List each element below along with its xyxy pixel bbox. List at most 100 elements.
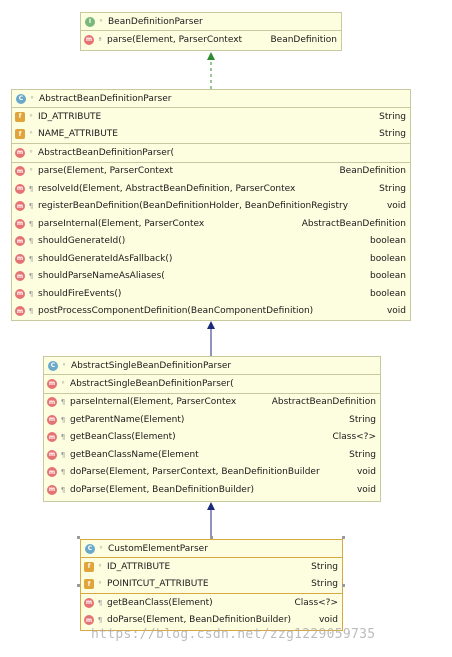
field-row[interactable]: f ⁰ ID_ATTRIBUTE String xyxy=(81,558,342,576)
visibility-icon: ¶ xyxy=(28,219,34,228)
return-type: void xyxy=(386,201,406,212)
visibility-icon: ¶ xyxy=(28,254,34,263)
method-row[interactable]: m ¶ parseInternal(Element, ParserContex … xyxy=(12,215,410,233)
method-name: getBeanClassName(Element xyxy=(70,449,199,460)
method-row[interactable]: m ⁰ parse(Element, ParserContext BeanDef… xyxy=(12,163,410,181)
method-row[interactable]: m ¶ getBeanClass(Element) Class<?> xyxy=(44,429,380,447)
method-icon: m xyxy=(84,34,94,45)
visibility-icon: ⁰ xyxy=(62,361,66,370)
method-icon: m xyxy=(15,306,25,317)
field-name: POINITCUT_ATTRIBUTE xyxy=(107,579,209,590)
selection-handle[interactable] xyxy=(342,584,345,587)
method-row[interactable]: m ¶ shouldGenerateIdAsFallback() boolean xyxy=(12,250,410,268)
method-row[interactable]: m ¶ shouldGenerateId() boolean xyxy=(12,233,410,251)
method-row[interactable]: m ¶ getBeanClass(Element) Class<?> xyxy=(81,594,342,612)
method-name: doParse(Element, BeanDefinitionBuilder) xyxy=(107,615,292,626)
method-row[interactable]: m ¶ parseInternal(Element, ParserContex … xyxy=(44,394,380,412)
return-type: Class<?> xyxy=(332,432,376,443)
field-row[interactable]: f ⁰ ID_ATTRIBUTE String xyxy=(12,108,410,126)
abstract-class-icon: C xyxy=(16,93,26,104)
method-name: getParentName(Element) xyxy=(70,414,185,425)
method-row[interactable]: m ¶ registerBeanDefinition(BeanDefinitio… xyxy=(12,198,410,216)
visibility-icon: ¶ xyxy=(97,616,103,625)
abstract-bean-definition-parser-header: C ⁰ AbstractBeanDefinitionParser xyxy=(12,90,410,108)
constructor-row[interactable]: m ⁰ AbstractBeanDefinitionParser( xyxy=(12,144,410,162)
method-row[interactable]: m ¶ getParentName(Element) String xyxy=(44,411,380,429)
return-type: boolean xyxy=(370,271,406,282)
method-icon: m xyxy=(84,597,94,608)
constructor-row[interactable]: m ⁰ AbstractSingleBeanDefinitionParser( xyxy=(44,375,380,393)
method-name: postProcessComponentDefinition(BeanCompo… xyxy=(38,306,314,317)
interface-icon: I xyxy=(85,16,95,27)
methods-section: m ª parse(Element, ParserContext BeanDef… xyxy=(81,31,341,49)
field-name: NAME_ATTRIBUTE xyxy=(38,129,118,140)
visibility-icon: ¶ xyxy=(97,598,103,607)
visibility-icon: ⁰ xyxy=(29,167,33,176)
method-name: parseInternal(Element, ParserContex xyxy=(70,397,237,408)
abstract-class-icon: C xyxy=(48,360,58,371)
method-row[interactable]: m ¶ shouldFireEvents() boolean xyxy=(12,285,410,303)
return-type: String xyxy=(349,449,376,460)
return-type: void xyxy=(356,484,376,495)
visibility-icon: ¶ xyxy=(28,202,34,211)
method-icon: m xyxy=(47,467,57,478)
watermark: https://blog.csdn.net/zzg1229059735 xyxy=(91,627,376,642)
method-row[interactable]: m ¶ shouldParseNameAsAliases( boolean xyxy=(12,268,410,286)
method-row[interactable]: m ª parse(Element, ParserContext BeanDef… xyxy=(81,31,341,49)
visibility-icon: ¶ xyxy=(60,415,66,424)
method-icon: m xyxy=(15,147,25,158)
extends-arrowhead-1 xyxy=(207,321,215,329)
field-name: ID_ATTRIBUTE xyxy=(38,111,102,122)
method-icon: m xyxy=(15,236,25,247)
method-name: shouldParseNameAsAliases( xyxy=(38,271,165,282)
visibility-icon: ⁰ xyxy=(29,148,33,157)
visibility-icon: ¶ xyxy=(28,307,34,316)
method-row[interactable]: m ¶ doParse(Element, BeanDefinitionBuild… xyxy=(81,612,342,630)
selection-handle[interactable] xyxy=(210,536,213,539)
class-title: CustomElementParser xyxy=(108,543,208,554)
selection-handle[interactable] xyxy=(77,536,80,539)
class-icon: C xyxy=(85,543,95,554)
method-icon: m xyxy=(47,432,57,443)
method-row[interactable]: m ¶ resolveId(Element, AbstractBeanDefin… xyxy=(12,180,410,198)
method-row[interactable]: m ¶ getBeanClassName(Element String xyxy=(44,446,380,464)
abstract-single-bean-definition-parser-box[interactable]: C ⁰ AbstractSingleBeanDefinitionParser m… xyxy=(43,356,381,502)
field-name: ID_ATTRIBUTE xyxy=(107,561,171,572)
method-icon: m xyxy=(84,615,94,626)
field-icon: f xyxy=(15,129,25,140)
method-icon: m xyxy=(15,271,25,282)
constructor-name: AbstractBeanDefinitionParser( xyxy=(38,147,174,158)
static-final-icon: ⁰ xyxy=(29,112,33,121)
field-type: String xyxy=(379,111,406,122)
visibility-icon: ¶ xyxy=(60,485,66,494)
method-row[interactable]: m ¶ doParse(Element, BeanDefinitionBuild… xyxy=(44,481,380,499)
method-row[interactable]: m ¶ postProcessComponentDefinition(BeanC… xyxy=(12,303,410,321)
field-row[interactable]: f ⁰ POINITCUT_ATTRIBUTE String xyxy=(81,576,342,594)
method-icon: m xyxy=(47,449,57,460)
selection-handle[interactable] xyxy=(342,536,345,539)
constructors-section: m ⁰ AbstractBeanDefinitionParser( xyxy=(12,144,410,163)
method-name: doParse(Element, ParserContext, BeanDefi… xyxy=(70,467,320,478)
return-type: String xyxy=(349,414,376,425)
custom-element-parser-header: C ⁰ CustomElementParser xyxy=(81,540,342,558)
method-icon: m xyxy=(15,201,25,212)
method-name: shouldFireEvents() xyxy=(38,288,122,299)
field-row[interactable]: f ⁰ NAME_ATTRIBUTE String xyxy=(12,126,410,144)
bean-definition-parser-box[interactable]: I ⁰ BeanDefinitionParser m ª parse(Eleme… xyxy=(80,12,342,51)
custom-element-parser-box[interactable]: C ⁰ CustomElementParser f ⁰ ID_ATTRIBUTE… xyxy=(80,539,343,631)
abstract-bean-definition-parser-box[interactable]: C ⁰ AbstractBeanDefinitionParser f ⁰ ID_… xyxy=(11,89,411,321)
return-type: boolean xyxy=(370,288,406,299)
method-icon: m xyxy=(47,414,57,425)
return-type: AbstractBeanDefinition xyxy=(301,218,406,229)
method-name: doParse(Element, BeanDefinitionBuilder) xyxy=(70,484,255,495)
return-type: boolean xyxy=(370,253,406,264)
return-type: String xyxy=(379,183,406,194)
method-icon: m xyxy=(15,253,25,264)
method-icon: m xyxy=(47,378,57,389)
methods-section: m ⁰ parse(Element, ParserContext BeanDef… xyxy=(12,163,410,321)
field-icon: f xyxy=(15,111,25,122)
method-row[interactable]: m ¶ doParse(Element, ParserContext, Bean… xyxy=(44,464,380,482)
selection-handle[interactable] xyxy=(77,584,80,587)
visibility-icon: ¶ xyxy=(28,289,34,298)
fields-section: f ⁰ ID_ATTRIBUTE String f ⁰ NAME_ATTRIBU… xyxy=(12,108,410,144)
